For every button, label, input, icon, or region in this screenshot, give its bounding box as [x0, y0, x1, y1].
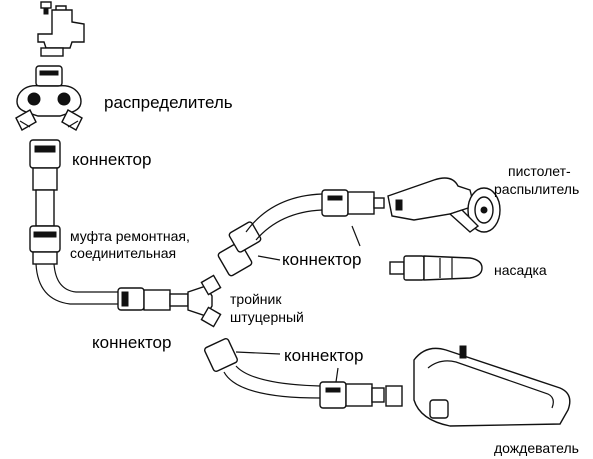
upper-hose-icon [217, 189, 385, 277]
tee-label-line1: тройник [230, 291, 282, 307]
repair-coupling-label-line2: соединительная [70, 245, 177, 261]
sprinkler-icon [413, 345, 571, 427]
sprinkler-label: дождеватель [494, 440, 579, 456]
spray-gun-icon [387, 177, 501, 233]
spray-gun-label-line2: распылитель [494, 181, 580, 197]
nozzle-label: насадка [494, 262, 547, 278]
connector-middle-label: коннектор [282, 250, 362, 269]
repair-coupling-label-line1: муфта ремонтная, [70, 228, 190, 244]
leader-line [335, 367, 339, 383]
connector-top-label: коннектор [72, 150, 152, 169]
leader-line [257, 255, 281, 261]
faucet-icon [37, 1, 85, 57]
connector-bottom-left-label: коннектор [92, 333, 172, 352]
lower-hose-icon [204, 338, 403, 409]
middle-connector-icon [117, 287, 171, 311]
leader-line [351, 225, 361, 247]
tee-label-line2: штуцерный [230, 309, 304, 325]
nozzle-icon [389, 255, 483, 281]
spray-gun-label-line1: пистолет- [508, 163, 571, 179]
tee-fitting-icon [169, 274, 222, 328]
distributor-label: распределитель [104, 93, 233, 112]
leader-line [235, 351, 281, 355]
left-hose-icon [29, 139, 118, 305]
distributor-icon [15, 65, 83, 131]
connector-bottom-label: коннектор [284, 346, 364, 365]
